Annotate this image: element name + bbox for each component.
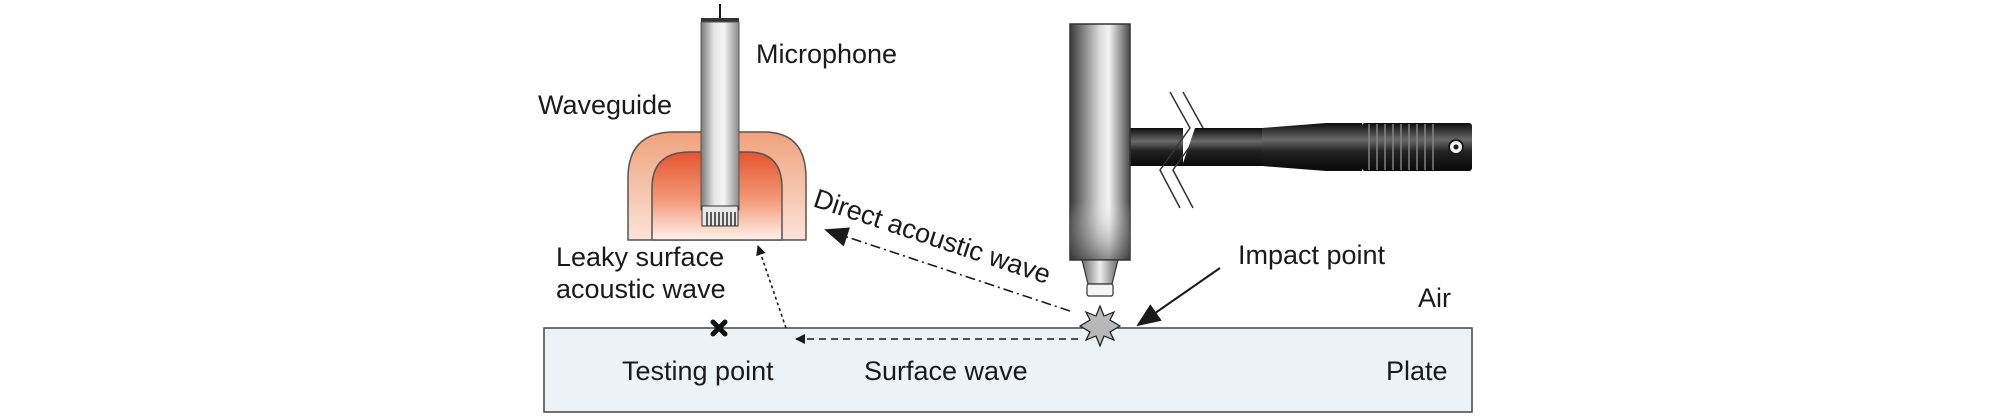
plate xyxy=(543,327,1473,413)
impact-spark-icon xyxy=(1078,304,1122,348)
impact-point-label: Impact point xyxy=(1238,240,1386,270)
direct-wave-arrow xyxy=(824,227,1071,312)
break-symbol xyxy=(1159,91,1191,209)
leaky-wave-arrow xyxy=(756,245,787,329)
microphone-label: Microphone xyxy=(756,39,897,69)
waveguide-label: Waveguide xyxy=(538,90,672,120)
plate-label: Plate xyxy=(1386,356,1448,386)
impact-point-arrow xyxy=(1136,267,1221,327)
surface-wave-label: Surface wave xyxy=(864,356,1028,386)
testing-point-cross-icon xyxy=(710,319,728,337)
air-label: Air xyxy=(1418,283,1451,313)
microphone xyxy=(700,4,740,227)
testing-point-label: Testing point xyxy=(622,356,774,386)
impact-hammer xyxy=(1069,23,1472,297)
leaky-wave-label-line1: Leaky surface xyxy=(556,242,724,272)
leaky-wave-label-line2: acoustic wave xyxy=(556,274,726,304)
